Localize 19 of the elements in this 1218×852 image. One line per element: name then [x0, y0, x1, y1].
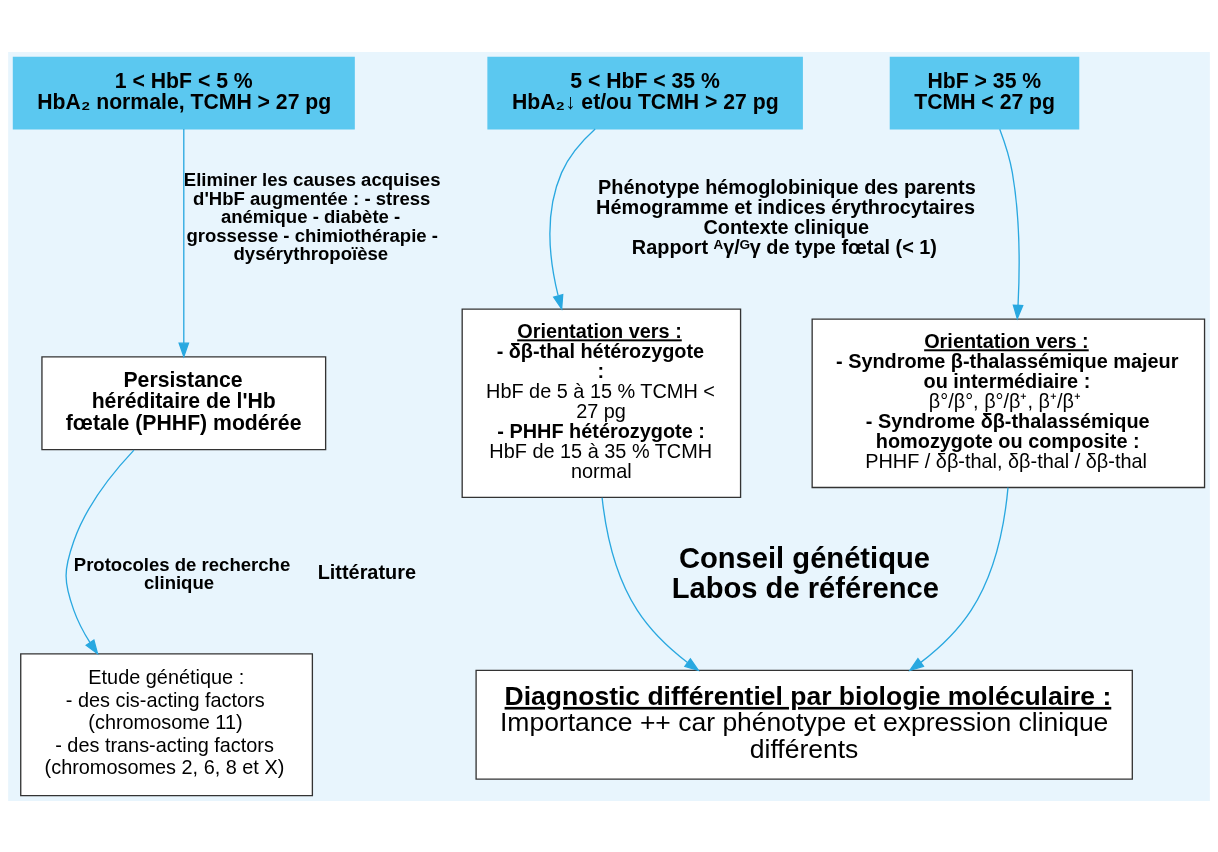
arrow [65, 448, 135, 655]
label: Littérature [317, 560, 416, 583]
arrow [999, 128, 1024, 321]
edge-label: Protocoles de recherche clinique [73, 553, 291, 593]
node-box: 5 < HbF < 35 % HbA₂↓ et/ou TCMH > 27 pg [487, 56, 803, 130]
node-box: Orientation vers : - Syndrome β-thalassémique majeur ou intermédiaire : β°/β°, β°/β⁺, β⁺/β⁺ - Syndrome δβ-thalassémique homozygote ou composite : PHHF / δβ-thal, δβ-thal / δβ-thal [811, 317, 1206, 488]
arrow [178, 127, 190, 358]
arrow [601, 496, 700, 672]
node-box: 1 < HbF < 5 % HbA₂ normale, TCMH > 27 pg [12, 56, 355, 130]
node-box: Orientation vers : - δβ-thal hétérozygote : HbF de 5 à 15 % TCMH < 27 pg - PHHF hétérozygote : HbF de 15 à 35 % TCMH normal [461, 308, 742, 498]
label: Conseil génétique [678, 541, 931, 574]
arrow [908, 486, 1009, 671]
edge-label: Eliminer les causes acquises d'HbF augmentée : - stress anémique - diabète - grossesse - chimiothérapie - dysérythropoïèse [183, 168, 441, 264]
arrow [549, 127, 596, 311]
node-box: Persistance héréditaire de l'Hb fœtale (PHHF) modérée [41, 355, 327, 450]
node-box: HbF > 35 % TCMH < 27 pg [889, 56, 1080, 130]
node-box: Etude génétique : - des cis-acting factors (chromosome 11) - des trans-acting factors (chromosomes 2, 6, 8 et X) [20, 652, 314, 796]
label: Phénotype hémoglobinique des parents [598, 175, 976, 198]
node-box: Diagnostic différentiel par biologie moléculaire : Importance ++ car phénotype et expression clinique différents [475, 669, 1133, 780]
